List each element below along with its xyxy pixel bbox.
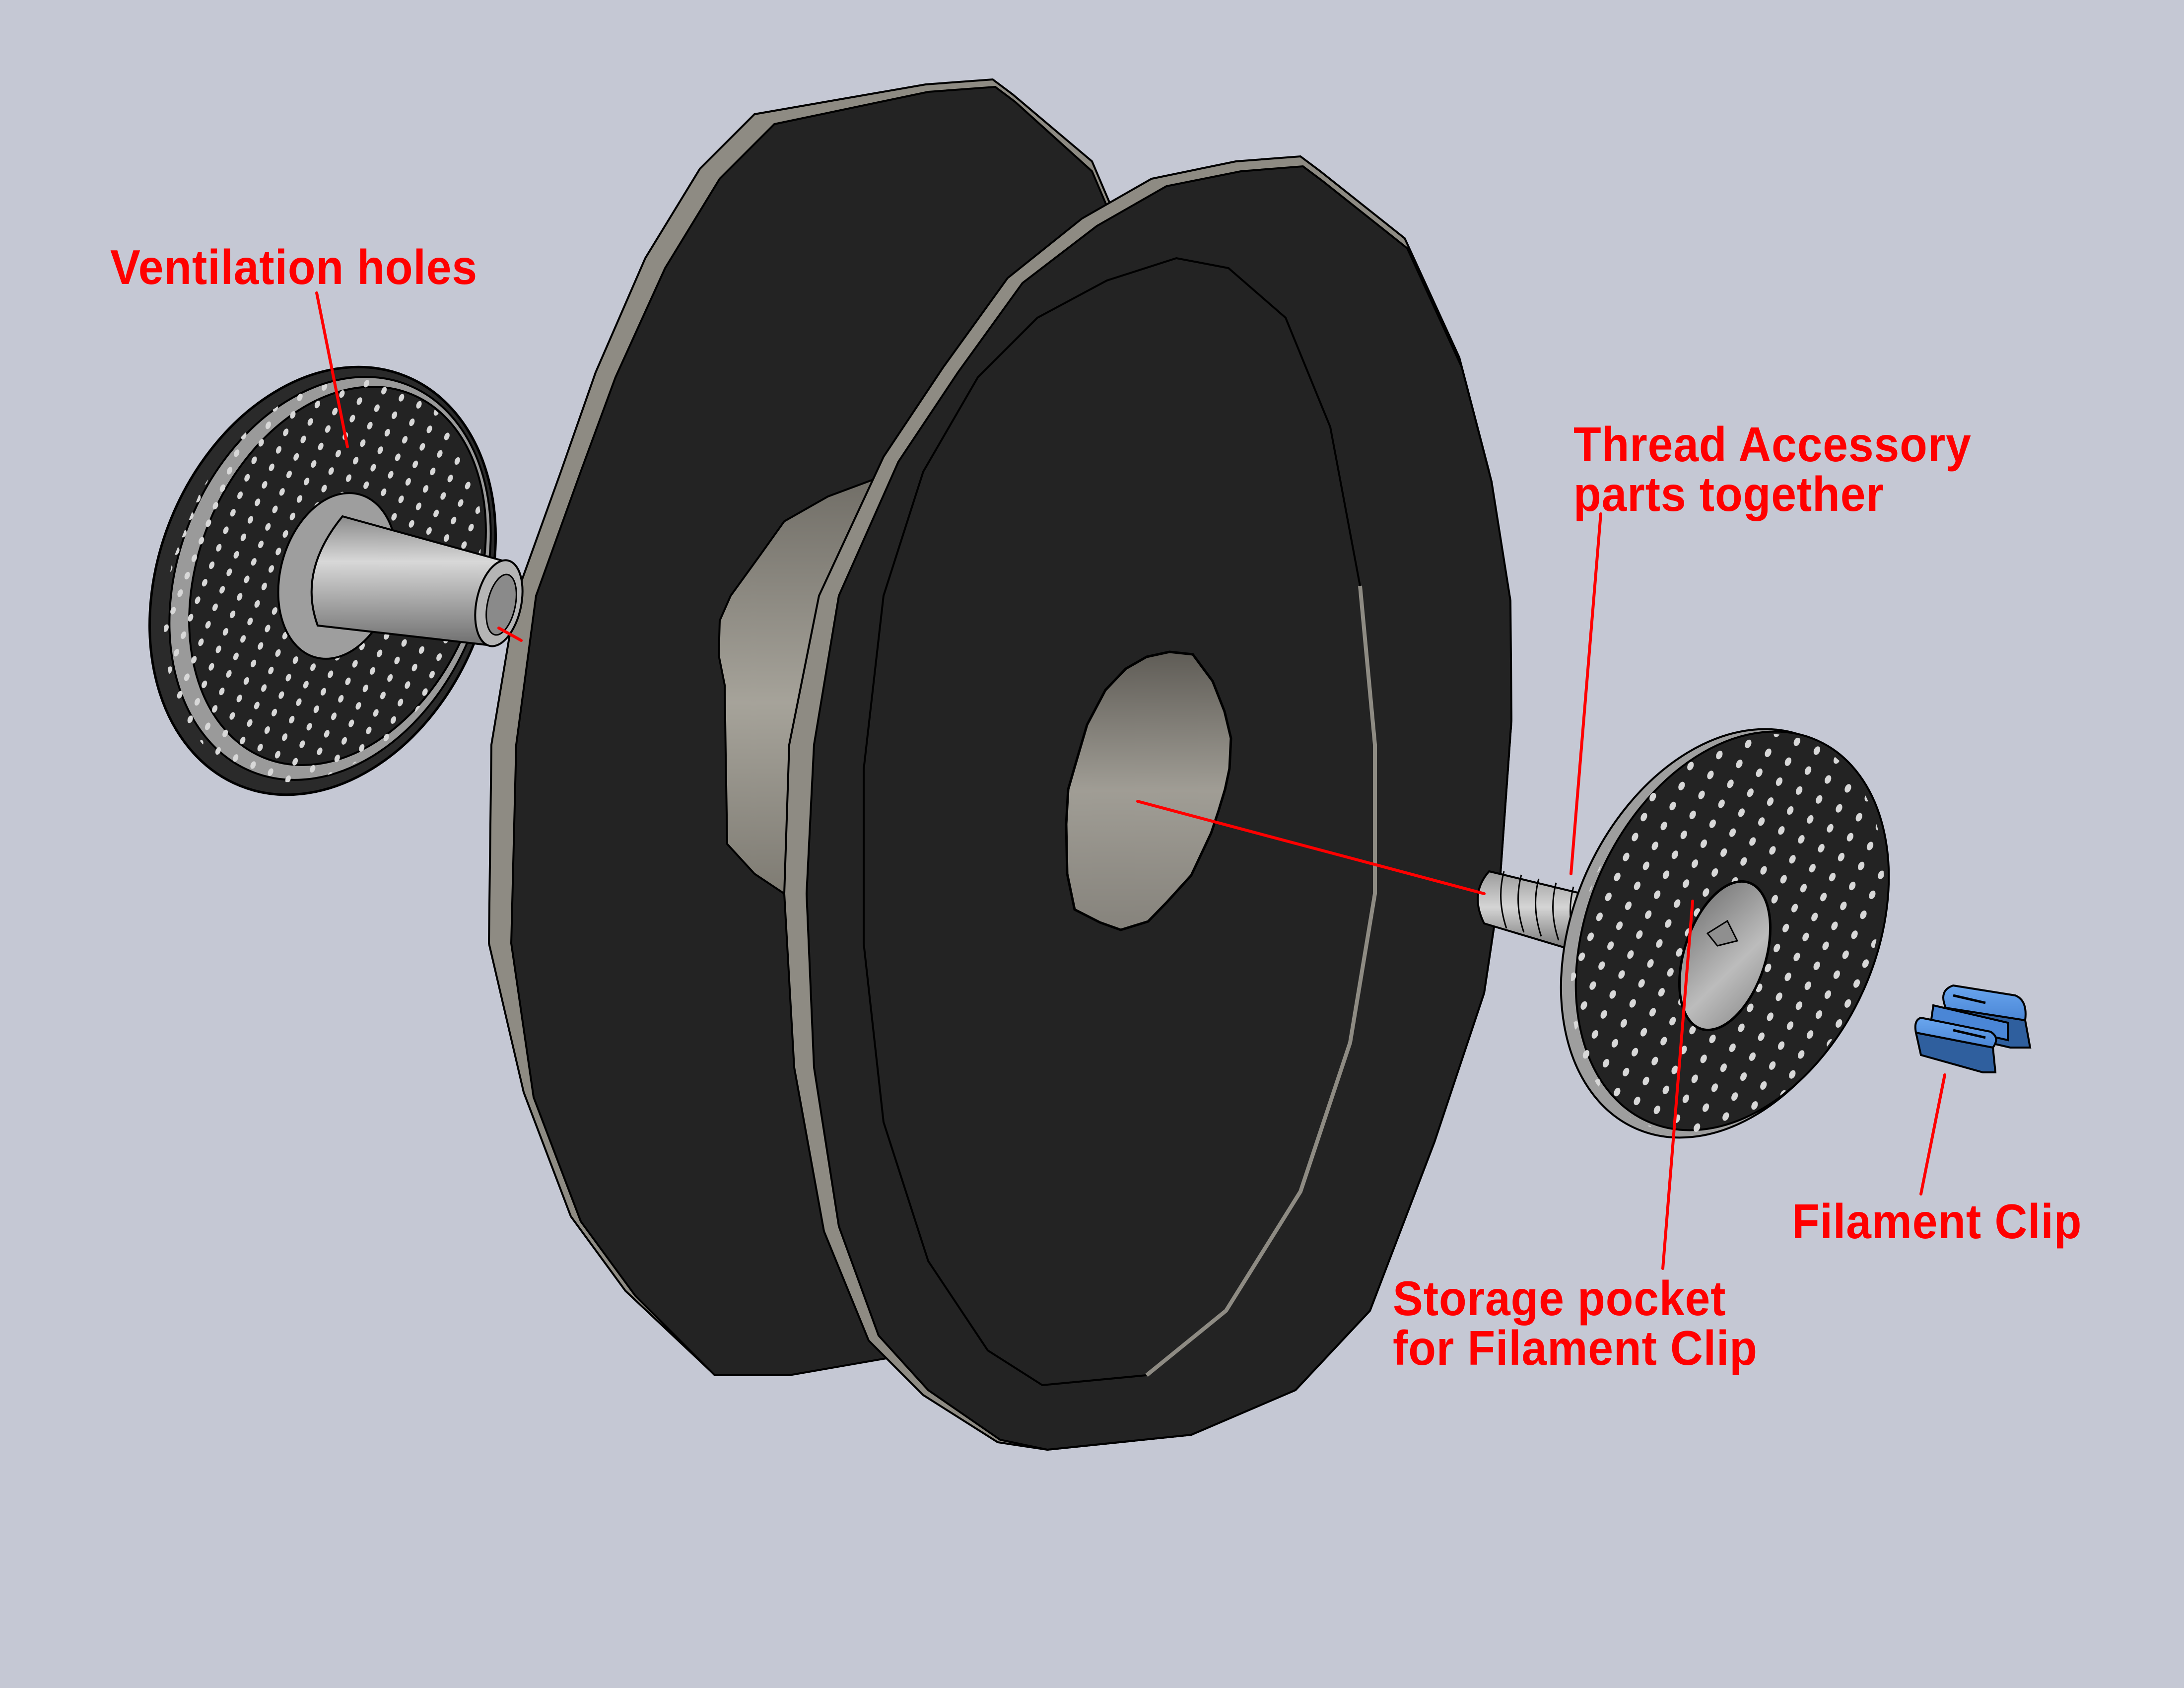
left-vented-hub <box>108 332 539 830</box>
storage-pocket <box>1678 880 1772 1032</box>
leader-storage-pocket <box>1661 900 1694 1270</box>
label-ventilation-holes: Ventilation holes <box>110 242 478 292</box>
label-thread-accessory-line2: parts together <box>1573 467 1884 521</box>
right-vented-screw-cap <box>1477 684 1944 1183</box>
leader-filament-clip <box>1919 1073 1946 1196</box>
leader-left-hub-thread <box>497 627 523 642</box>
filament-clip-part <box>1914 984 2032 1073</box>
spool-center-hole <box>1065 650 1232 931</box>
label-thread-accessory-line1: Thread Accessory <box>1573 417 1972 472</box>
leader-ventilation-holes <box>315 291 349 448</box>
leader-center-hole-to-screw <box>1136 800 1486 895</box>
left-hub-threaded-hole <box>485 573 517 636</box>
label-storage-pocket-line1: Storage pocket <box>1393 1271 1726 1326</box>
annotation-leaders <box>315 291 1946 1270</box>
label-storage-pocket-line2: for Filament Clip <box>1393 1321 1758 1375</box>
clip-slot-bottom <box>1953 1029 1986 1039</box>
clip-front-bar-top <box>1914 1016 1997 1049</box>
left-hub-tapered-shaft <box>310 515 505 647</box>
storage-pocket-notch <box>1706 919 1739 947</box>
leader-thread-accessory <box>1570 512 1602 875</box>
label-storage-pocket: Storage pocket for Filament Clip <box>1393 1273 1758 1373</box>
label-filament-clip: Filament Clip <box>1792 1196 2082 1246</box>
front-flange-inner-highlight <box>1145 585 1377 1377</box>
label-thread-accessory: Thread Accessory parts together <box>1573 420 1972 519</box>
label-ventilation-holes-text: Ventilation holes <box>110 240 478 294</box>
clip-slot-top <box>1953 994 1986 1004</box>
label-filament-clip-text: Filament Clip <box>1792 1194 2082 1249</box>
